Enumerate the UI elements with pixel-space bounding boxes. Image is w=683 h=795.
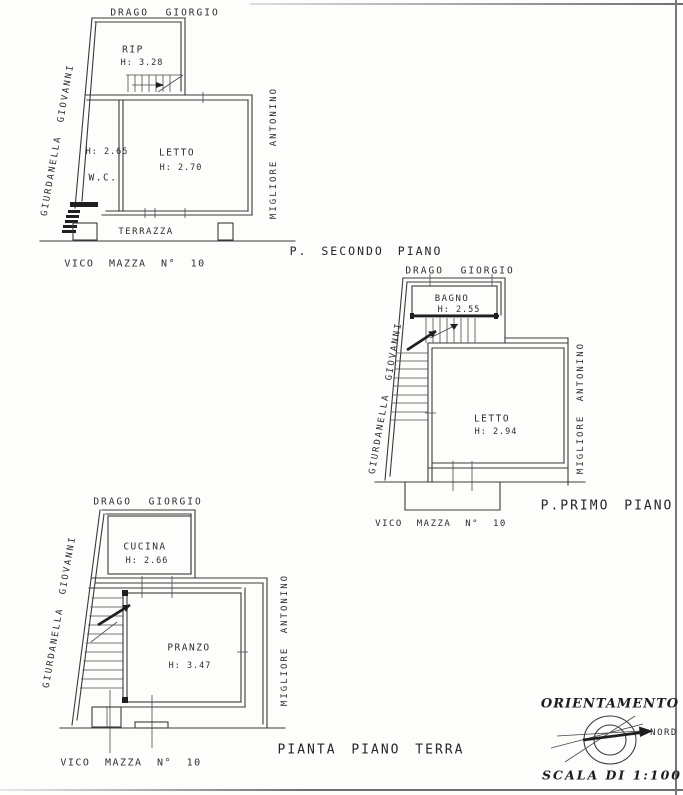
stairs: [390, 313, 498, 421]
orientation-scale: SCALA DI 1:100: [542, 767, 682, 783]
primo-room-bagno-name: BAGNO: [434, 294, 470, 304]
street-and-steps: [59, 706, 286, 729]
walls: [74, 17, 253, 216]
secondo-room-letto-name: LETTO: [158, 147, 196, 159]
primo-room-bagno-height: H: 2.55: [437, 305, 481, 315]
secondo-floorplan-drawing: [39, 17, 296, 242]
page-border-top: [250, 3, 683, 5]
terra-room-cucina-name: CUCINA: [123, 541, 167, 553]
compass-north-label: NORD: [650, 728, 678, 738]
street-and-porch: [374, 481, 586, 511]
compass-icon: [550, 715, 653, 765]
terra-room-cucina-height: H: 2.66: [125, 556, 169, 566]
secondo-neighbor-top: DRAGO GIORGIO: [110, 7, 220, 19]
secondo-room-rip-height: H: 3.28: [120, 58, 164, 68]
terra-neighbor-right: MIGLIORE ANTONINO: [280, 573, 290, 707]
terra-room-pranzo-name: PRANZO: [167, 642, 211, 654]
secondo-room-letto-height: H: 2.70: [159, 163, 203, 173]
terra-plan-title: PIANTA PIANO TERRA: [277, 742, 465, 758]
terrace-and-street: [39, 222, 296, 242]
primo-room-letto-height: H: 2.94: [474, 427, 518, 437]
primo-room-letto-name: LETTO: [473, 413, 511, 425]
primo-street-label: VICO MAZZA N° 10: [375, 519, 507, 529]
primo-floorplan-drawing: [374, 274, 586, 511]
secondo-plan-title: P. SECONDO PIANO: [289, 244, 443, 258]
page-border-right: [675, 0, 677, 795]
terra-room-pranzo-height: H: 3.47: [168, 661, 212, 671]
terra-street-label: VICO MAZZA N° 10: [60, 757, 202, 769]
primo-neighbor-top: DRAGO GIORGIO: [405, 265, 515, 277]
secondo-terrazza-label: TERRAZZA: [118, 227, 174, 237]
secondo-room-wc-name: W.C.: [88, 172, 118, 184]
primo-neighbor-right: MIGLIORE ANTONINO: [576, 341, 586, 475]
stairs: [126, 74, 184, 93]
secondo-neighbor-right: MIGLIORE ANTONINO: [269, 86, 279, 220]
secondo-room-wc-height: H: 2.65: [85, 147, 129, 157]
terra-neighbor-top: DRAGO GIORGIO: [93, 496, 203, 508]
walls: [384, 277, 569, 486]
page-border-bottom: [0, 789, 683, 791]
terra-floorplan-drawing: [59, 509, 286, 753]
orientation-title: ORIENTAMENTO: [540, 696, 680, 712]
doors-windows: [425, 274, 493, 491]
secondo-street-label: VICO MAZZA N° 10: [64, 258, 206, 270]
doors-windows: [62, 92, 204, 233]
walls: [71, 509, 268, 729]
secondo-room-rip-name: RIP: [122, 44, 144, 56]
primo-plan-title: P.PRIMO PIANO: [540, 498, 674, 514]
stairs: [79, 590, 131, 703]
